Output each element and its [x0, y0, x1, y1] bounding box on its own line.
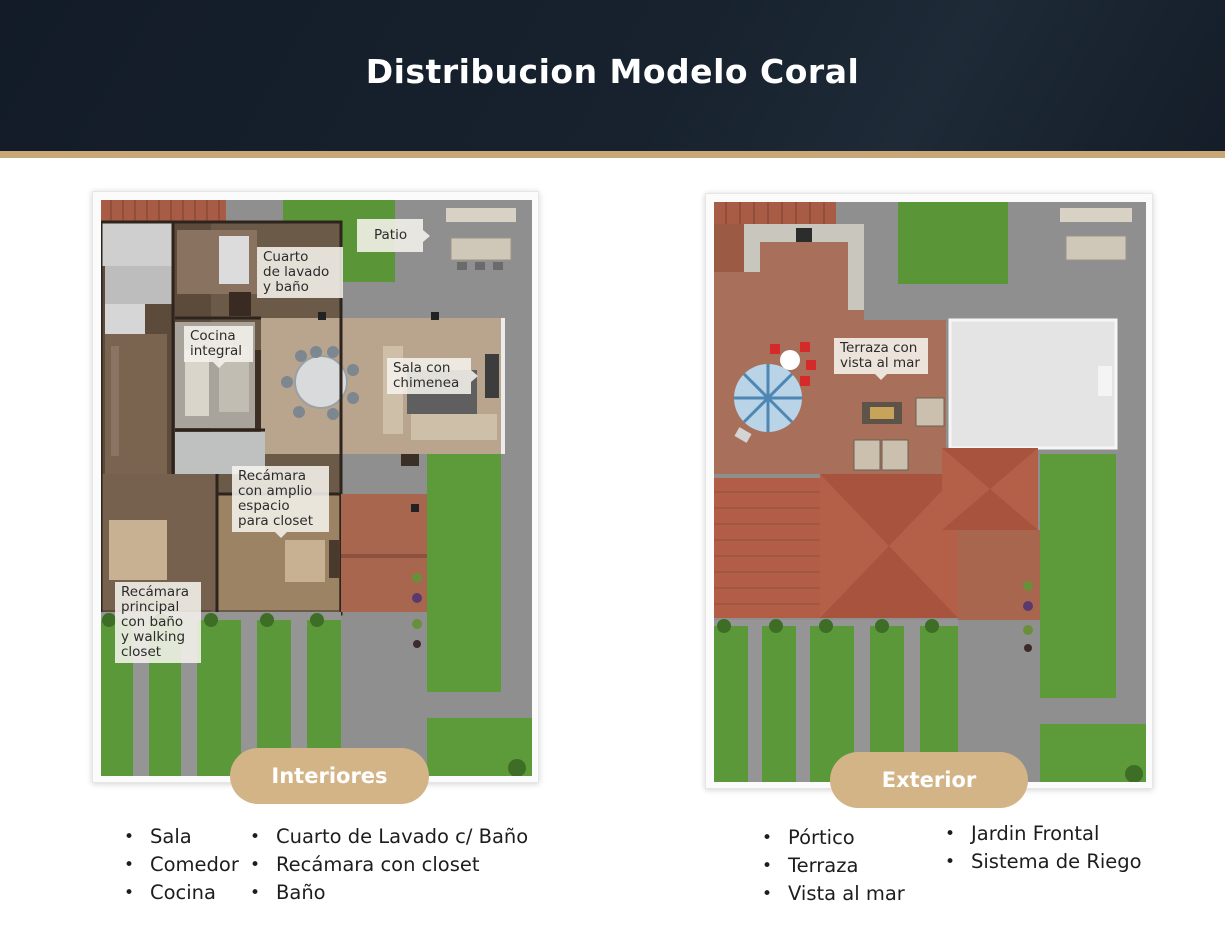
interiors-features-col1: Sala Comedor Cocina [124, 823, 239, 907]
list-item: Sistema de Riego [945, 848, 1142, 876]
exterior-features-col1: Pórtico Terraza Vista al mar [762, 824, 905, 908]
label-bedroom-closet: Recámara con amplio espacio para closet [232, 466, 329, 538]
list-item: Baño [250, 879, 528, 907]
label-laundry-room: Cuarto de lavado y baño [257, 247, 343, 298]
exterior-features-col2: Jardin Frontal Sistema de Riego [945, 820, 1142, 876]
list-item: Cocina [124, 879, 239, 907]
page-title: Distribucion Modelo Coral [365, 52, 860, 91]
exterior-plan-illustration [714, 202, 1146, 782]
interiors-features-col2: Cuarto de Lavado c/ Baño Recámara con cl… [250, 823, 528, 907]
exterior-badge: Exterior [830, 752, 1028, 808]
label-kitchen: Cocina integral [184, 326, 253, 368]
interior-floor-plan: Patio Cuarto de lavado y baño Cocina int… [92, 191, 539, 783]
label-terrace: Terraza con vista al mar [834, 338, 928, 380]
gold-divider [0, 151, 1225, 158]
page-header: Distribucion Modelo Coral [0, 0, 1225, 151]
list-item: Recámara con closet [250, 851, 528, 879]
exterior-plan: Terraza con vista al mar [705, 193, 1153, 789]
list-item: Cuarto de Lavado c/ Baño [250, 823, 528, 851]
interiors-badge: Interiores [230, 748, 429, 804]
list-item: Sala [124, 823, 239, 851]
list-item: Vista al mar [762, 880, 905, 908]
label-living-room: Sala con chimenea [387, 358, 478, 394]
list-item: Comedor [124, 851, 239, 879]
label-master-bedroom: Recámara principal con baño y walking cl… [115, 582, 201, 663]
list-item: Terraza [762, 852, 905, 880]
list-item: Pórtico [762, 824, 905, 852]
label-patio: Patio [357, 219, 430, 252]
list-item: Jardin Frontal [945, 820, 1142, 848]
